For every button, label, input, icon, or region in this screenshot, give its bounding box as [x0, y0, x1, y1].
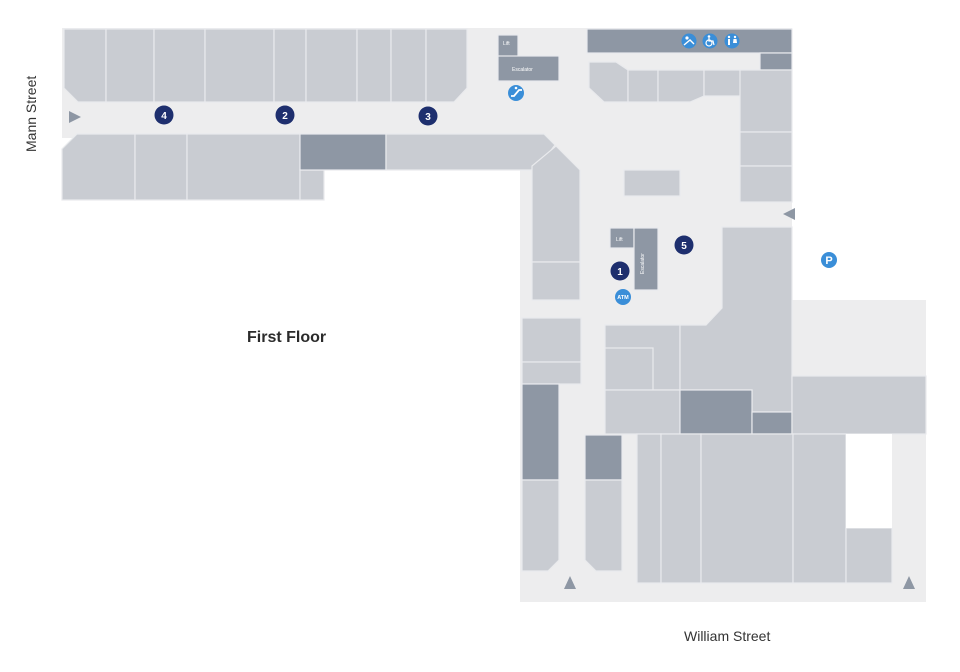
- shop: [531, 145, 581, 263]
- shop: [153, 28, 206, 103]
- numbered-markers: 4 2 3 5 1: [154, 105, 694, 281]
- entry-arrow-icon: [903, 576, 915, 589]
- shop: [105, 28, 155, 103]
- marker-2-label: 2: [282, 111, 288, 122]
- street-label-west: Mann Street: [23, 76, 39, 152]
- entry-arrow-icon: [564, 576, 576, 589]
- escalator: [633, 227, 659, 291]
- shops-north-row: [63, 28, 468, 103]
- shop: [604, 389, 681, 435]
- shop: [63, 28, 107, 103]
- escalator: [497, 55, 560, 82]
- shop: [584, 479, 623, 572]
- atm-icon[interactable]: ATM: [615, 289, 631, 305]
- shop: [739, 69, 793, 133]
- toilets-icon: [724, 33, 740, 49]
- shop: [660, 433, 702, 584]
- street-label-south: William Street: [684, 628, 770, 644]
- shop: [739, 131, 793, 167]
- shop: [627, 69, 659, 103]
- shop: [791, 375, 927, 435]
- shop-closed: [299, 133, 387, 171]
- entry-arrows: [69, 111, 915, 589]
- shop: [134, 133, 188, 201]
- floor-title: First Floor: [247, 329, 326, 346]
- open-area: [846, 434, 892, 528]
- lift-escalator-north: Lift Escalator: [497, 34, 560, 82]
- shop: [425, 28, 468, 103]
- kiosk: [623, 169, 681, 197]
- shop: [657, 69, 705, 103]
- lift-escalator-centre: Lift Escalator: [609, 227, 659, 291]
- marker-3-label: 3: [425, 112, 431, 123]
- entry-arrow-icon: [69, 111, 81, 123]
- shop: [521, 361, 582, 385]
- parking-label: P: [825, 255, 832, 267]
- shop: [204, 28, 275, 103]
- shop: [636, 433, 662, 584]
- amenity-icons: [681, 33, 740, 49]
- escalator-label: Escalator: [512, 67, 533, 73]
- marker-5[interactable]: 5: [674, 235, 694, 255]
- marker-2[interactable]: 2: [275, 105, 295, 125]
- marker-4-label: 4: [161, 111, 167, 122]
- shop: [531, 261, 581, 301]
- shop-closed: [679, 389, 753, 435]
- atm-label: ATM: [617, 295, 629, 301]
- shop: [604, 347, 654, 391]
- marker-1[interactable]: 1: [610, 261, 630, 281]
- parking-icon[interactable]: P: [821, 252, 837, 268]
- shop: [792, 433, 847, 584]
- lift-label: Lift: [503, 41, 510, 47]
- shop: [700, 433, 794, 584]
- shop-closed: [584, 434, 623, 481]
- amenities-block: [586, 28, 793, 54]
- shop: [521, 479, 560, 572]
- shop: [845, 527, 893, 584]
- marker-1-label: 1: [617, 267, 623, 278]
- baby-change-icon: [681, 33, 697, 49]
- shops-south: [521, 226, 927, 584]
- shop: [61, 133, 136, 201]
- shop: [273, 28, 307, 103]
- shop-closed: [751, 411, 793, 435]
- shops-north-east: [586, 28, 793, 203]
- shop: [739, 165, 793, 203]
- shop: [390, 28, 427, 103]
- escalator-label: Escalator: [640, 253, 646, 274]
- entry-arrow-icon: [783, 208, 795, 220]
- shop: [356, 28, 392, 103]
- marker-4[interactable]: 4: [154, 105, 174, 125]
- marker-3[interactable]: 3: [418, 106, 438, 126]
- shop: [299, 169, 325, 201]
- shop: [385, 133, 556, 171]
- lift-label: Lift: [616, 237, 623, 243]
- shop: [521, 317, 582, 363]
- shop: [305, 28, 358, 103]
- shop: [186, 133, 301, 201]
- marker-5-label: 5: [681, 241, 687, 252]
- shop-closed: [521, 383, 560, 481]
- service-block: [759, 52, 793, 71]
- shops-second-row: [61, 133, 581, 301]
- accessible-icon: [702, 33, 718, 49]
- escalator-icon: [508, 85, 524, 101]
